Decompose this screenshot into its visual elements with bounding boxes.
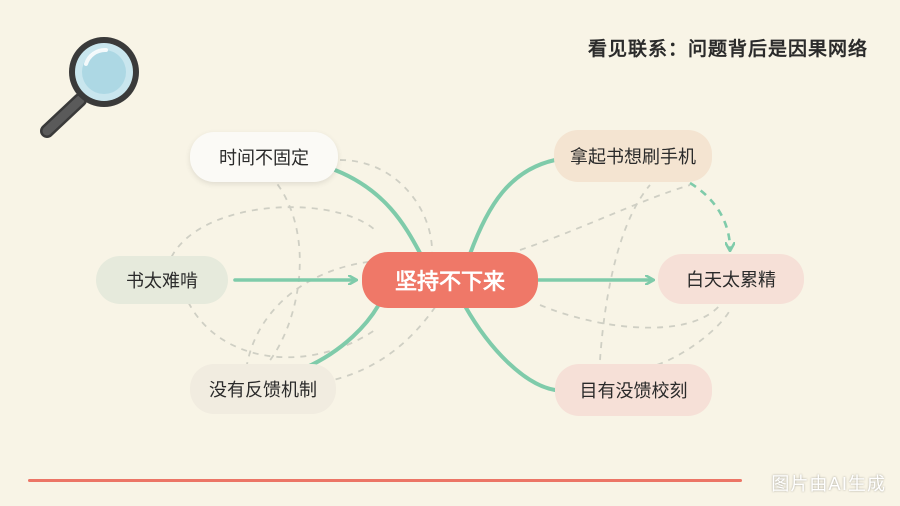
link-center-to-progress xyxy=(463,304,557,392)
node-tired: 白天太累精 xyxy=(658,254,804,304)
dashed-link xyxy=(339,159,433,301)
dashed-link xyxy=(179,279,376,359)
node-hard-book: 书太难啃 xyxy=(96,256,228,304)
magnifier-icon xyxy=(40,37,139,138)
dashed-link xyxy=(244,259,421,381)
link-feedback-to-center xyxy=(303,304,380,370)
dashed-link xyxy=(539,304,721,329)
dashed-link xyxy=(519,184,691,251)
link-center-to-phone xyxy=(468,158,557,256)
node-phone-urge: 拿起书想刷手机 xyxy=(554,130,712,182)
node-no-progress: 目有没馈校刻 xyxy=(555,364,712,416)
dashed-link xyxy=(164,206,376,281)
dashed-link xyxy=(609,309,731,373)
bottom-divider xyxy=(28,479,742,482)
node-time-not-fixed: 时间不固定 xyxy=(190,132,338,182)
ai-watermark: 图片由AI生成 xyxy=(771,474,886,495)
link-time-to-center xyxy=(333,168,422,255)
dashed-link xyxy=(261,174,301,371)
page-title: 看见联系：问题背后是因果网络 xyxy=(587,38,868,60)
dashed-arrow-phone-to-tired xyxy=(689,181,730,249)
solid-links xyxy=(233,158,652,392)
dashed-link xyxy=(599,184,651,361)
node-center-cant-persist: 坚持不下来 xyxy=(362,252,538,308)
node-no-feedback: 没有反馈机制 xyxy=(190,364,336,414)
